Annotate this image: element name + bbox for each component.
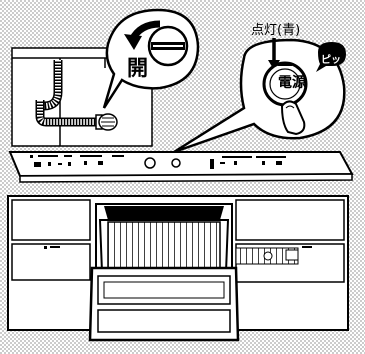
valve-open-label: 開: [127, 58, 148, 79]
control-panel: [10, 152, 352, 182]
dishwasher-drawer: [90, 204, 238, 340]
lamp-lit-label: 点灯(青): [251, 24, 300, 37]
power-button-label: 電源: [278, 76, 306, 90]
beep-sound-label: ピッ: [321, 56, 341, 66]
valve-knob-icon: [149, 27, 187, 65]
